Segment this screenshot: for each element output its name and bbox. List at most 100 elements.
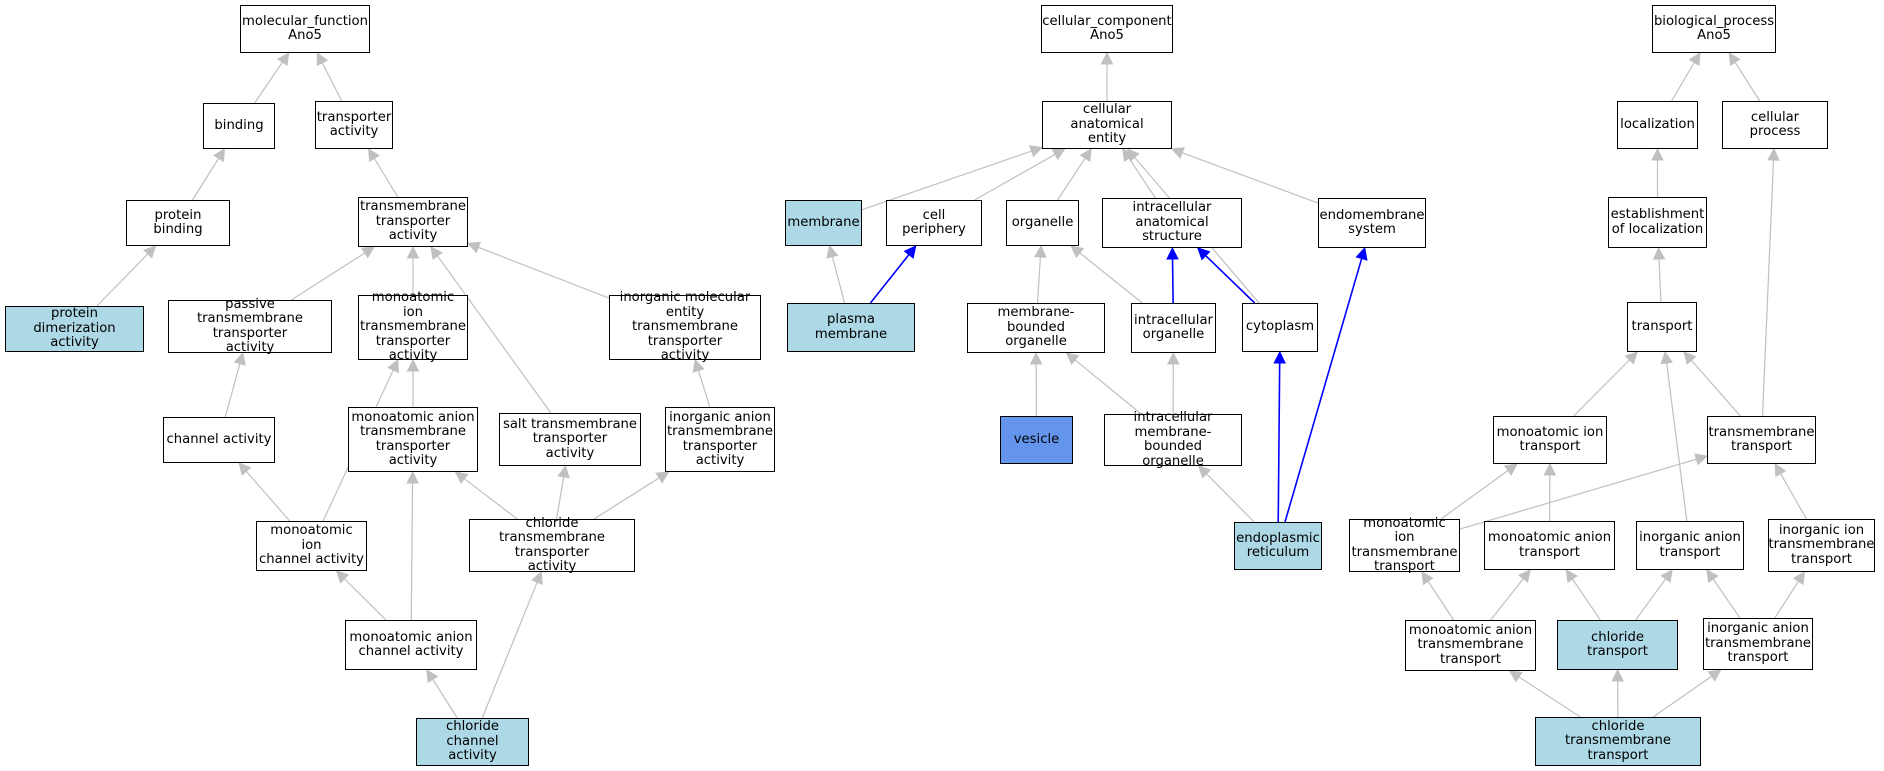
- node-membrane[interactable]: membrane: [785, 200, 862, 246]
- node-monoatomic-anion-transmembrane-transport[interactable]: monoatomic anion transmembrane transport: [1405, 620, 1536, 671]
- node-monoatomic-ion-transmembrane-transporter-activity[interactable]: monoatomic ion transmembrane transporter…: [358, 290, 468, 364]
- arrowhead-monoatomic_ion_channel_activity-to-monoatomic_ion_tm_transporter_activity: [387, 358, 399, 374]
- arrowhead-plasma_membrane-to-membrane: [826, 244, 839, 259]
- edge-transport-to-establishment_of_localization: [1658, 258, 1662, 303]
- edge-organelle-to-cellular_anatomical_entity: [1057, 157, 1086, 201]
- edge-binding-to-mf_root: [254, 61, 283, 104]
- node-cellular-process[interactable]: cellular process: [1722, 101, 1828, 149]
- node-cell-periphery[interactable]: cell periphery: [886, 200, 982, 246]
- node-establishment-of-localization[interactable]: establishment of localization: [1608, 197, 1707, 248]
- node-chloride-transmembrane-transport[interactable]: chloride transmembrane transport: [1535, 717, 1701, 766]
- arrowhead-chloride_tm_transporter_activity-to-inorganic_anion_tm_transporter_activity: [655, 471, 670, 484]
- edge-endoplasmic_reticulum-to-intracellular_membrane_bounded_organelle: [1206, 473, 1255, 523]
- arrowhead-transport-to-establishment_of_localization: [1652, 246, 1666, 260]
- edge-chloride_tm_transporter_activity-to-salt_tm_transporter_activity: [555, 476, 565, 520]
- edge-monoatomic_anion_channel_activity-to-monoatomic_anion_tm_transporter_activity: [410, 482, 414, 621]
- node-transmembrane-transporter-activity[interactable]: transmembrane transporter activity: [358, 197, 468, 247]
- node-chloride-transport[interactable]: chloride transport: [1557, 620, 1678, 670]
- edge-inorganic_anion_tm_transport-to-inorganic_anion_transport: [1712, 578, 1741, 619]
- arrowhead-monoatomic_anion_channel_activity-to-monoatomic_ion_channel_activity: [335, 570, 350, 584]
- edge-inorganic_molecular_entity_tm_transporter_activity-to-tm_transporter_activity: [478, 246, 610, 299]
- node-monoatomic-ion-transmembrane-transport[interactable]: monoatomic ion transmembrane transport: [1349, 516, 1460, 574]
- arrowhead-plasma_membrane-to-cell_periphery: [903, 245, 917, 259]
- node-organelle[interactable]: organelle: [1006, 200, 1079, 246]
- node-inorganic-ion-transmembrane-transport[interactable]: inorganic ion transmembrane transport: [1768, 519, 1875, 572]
- arrowhead-cellular_anatomical_entity-to-cc_root: [1100, 51, 1114, 65]
- arrowhead-organelle-to-cellular_anatomical_entity: [1079, 148, 1092, 163]
- node-monoatomic-ion-transport[interactable]: monoatomic ion transport: [1493, 416, 1607, 464]
- node-transport[interactable]: transport: [1627, 302, 1697, 352]
- edge-passive_tm_transporter_activity-to-tm_transporter_activity: [291, 252, 366, 301]
- arrowhead-inorganic_anion_tm_transport-to-inorganic_ion_tm_transport: [1792, 571, 1806, 586]
- node-vesicle[interactable]: vesicle: [1000, 416, 1073, 464]
- node-intracellular-anatomical-structure[interactable]: intracellular anatomical structure: [1102, 198, 1242, 248]
- arrowhead-binding-to-mf_root: [276, 52, 290, 67]
- edge-chloride_tm_transport-to-monoatomic_anion_tm_transport: [1518, 676, 1581, 718]
- edge-monoatomic_ion_tm_transport-to-transmembrane_transport: [1459, 458, 1697, 530]
- edge-chloride_transport-to-monoatomic_anion_transport: [1571, 578, 1601, 621]
- node-channel-activity[interactable]: channel activity: [163, 417, 275, 463]
- edge-protein_binding-to-binding: [191, 157, 220, 201]
- node-monoatomic-ion-channel-activity[interactable]: monoatomic ion channel activity: [256, 521, 367, 571]
- node-transporter-activity[interactable]: transporter activity: [315, 101, 393, 149]
- node-cytoplasm[interactable]: cytoplasm: [1242, 303, 1318, 352]
- node-protein-binding[interactable]: protein binding: [126, 200, 230, 246]
- edge-monoatomic_anion_tm_transport-to-monoatomic_ion_tm_transport: [1427, 580, 1455, 621]
- arrowhead-monoatomic_anion_tm_transporter_activity-to-monoatomic_ion_tm_transporter_activity: [406, 358, 420, 372]
- node-chloride-channel-activity[interactable]: chloride channel activity: [416, 718, 529, 766]
- node-plasma-membrane[interactable]: plasma membrane: [787, 303, 915, 352]
- edge-plasma_membrane-to-cell_periphery: [869, 254, 910, 304]
- node-cellular-anatomical-entity[interactable]: cellular anatomical entity: [1042, 101, 1172, 149]
- node-monoatomic-anion-transport[interactable]: monoatomic anion transport: [1484, 521, 1615, 570]
- arrowhead-monoatomic_anion_tm_transport-to-monoatomic_ion_tm_transport: [1421, 571, 1434, 586]
- arrowhead-cytoplasm-to-intracellular_anatomical_structure: [1197, 247, 1211, 261]
- edge-inorganic_anion_tm_transporter_activity-to-inorganic_molecular_entity_tm_transporter_activity: [697, 370, 711, 408]
- edge-tm_transporter_activity-to-transporter_activity: [373, 158, 399, 198]
- node-salt-transmembrane-transporter-activity[interactable]: salt transmembrane transporter activity: [499, 413, 641, 466]
- arrowhead-monoatomic_ion_tm_transport-to-transmembrane_transport: [1694, 453, 1709, 466]
- node-inorganic-anion-transport[interactable]: inorganic anion transport: [1636, 521, 1744, 570]
- node-monoatomic-anion-channel-activity[interactable]: monoatomic anion channel activity: [345, 620, 477, 670]
- edge-chloride_tm_transporter_activity-to-monoatomic_anion_tm_transporter_activity: [464, 478, 518, 520]
- arrowhead-monoatomic_anion_tm_transport-to-monoatomic_anion_transport: [1518, 569, 1531, 583]
- edge-protein_dimerization_activity-to-protein_binding: [96, 253, 149, 307]
- node-endoplasmic-reticulum[interactable]: endoplasmic reticulum: [1234, 522, 1322, 570]
- arrowhead-chloride_channel_activity-to-monoatomic_anion_channel_activity: [426, 669, 439, 684]
- arrowhead-inorganic_anion_tm_transport-to-inorganic_anion_transport: [1706, 569, 1719, 584]
- node-biological-process-root[interactable]: biological_process Ano5: [1652, 5, 1776, 53]
- node-chloride-transmembrane-transporter-activity[interactable]: chloride transmembrane transporter activ…: [469, 516, 635, 574]
- node-transmembrane-transport[interactable]: transmembrane transport: [1707, 416, 1816, 464]
- edge-cellular_process-to-bp_root: [1734, 61, 1761, 102]
- arrowhead-chloride_channel_activity-to-chloride_tm_transporter_activity: [531, 570, 543, 586]
- node-protein-dimerization-activity[interactable]: protein dimerization activity: [5, 306, 144, 352]
- node-localization[interactable]: localization: [1617, 101, 1698, 149]
- edge-localization-to-bp_root: [1671, 62, 1695, 102]
- arrowhead-protein_binding-to-binding: [213, 148, 226, 163]
- arrowhead-transmembrane_transport-to-cellular_process: [1767, 147, 1780, 161]
- node-molecular-function-root[interactable]: molecular_function Ano5: [240, 5, 370, 53]
- node-intracellular-organelle[interactable]: intracellular organelle: [1131, 303, 1216, 353]
- edge-inorganic_anion_tm_transport-to-inorganic_ion_tm_transport: [1774, 580, 1799, 619]
- node-intracellular-membrane-bounded-organelle[interactable]: intracellular membrane-bounded organelle: [1104, 410, 1242, 468]
- arrowhead-intracellular_organelle-to-organelle: [1070, 245, 1085, 259]
- node-inorganic-molecular-entity-transmembrane-transporter-activity[interactable]: inorganic molecular entity transmembrane…: [609, 291, 761, 363]
- edge-plasma_membrane-to-membrane: [831, 256, 846, 304]
- edge-inorganic_anion_transport-to-transport: [1666, 362, 1688, 522]
- arrowhead-chloride_transport-to-monoatomic_anion_transport: [1565, 569, 1578, 584]
- node-endomembrane-system[interactable]: endomembrane system: [1318, 198, 1426, 248]
- node-cellular-component-root[interactable]: cellular_component Ano5: [1041, 5, 1173, 53]
- edge-transmembrane_transport-to-cellular_process: [1761, 159, 1775, 417]
- edge-monoatomic_anion_channel_activity-to-monoatomic_ion_channel_activity: [344, 578, 387, 621]
- node-binding[interactable]: binding: [203, 103, 275, 149]
- arrowhead-inorganic_molecular_entity_tm_transporter_activity-to-tm_transporter_activity: [466, 241, 482, 254]
- node-passive-transmembrane-transporter-activity[interactable]: passive transmembrane transporter activi…: [168, 297, 332, 355]
- edge-transporter_activity-to-mf_root: [321, 62, 343, 102]
- node-inorganic-anion-transmembrane-transport[interactable]: inorganic anion transmembrane transport: [1703, 618, 1813, 670]
- arrowhead-cell_periphery-to-cellular_anatomical_entity: [1051, 148, 1066, 161]
- node-monoatomic-anion-transmembrane-transporter-activity[interactable]: monoatomic anion transmembrane transport…: [348, 407, 478, 472]
- edge-cell_periphery-to-cellular_anatomical_entity: [974, 153, 1056, 201]
- edge-membrane_bounded_organelle-to-organelle: [1036, 256, 1041, 304]
- node-inorganic-anion-transmembrane-transporter-activity[interactable]: inorganic anion transmembrane transporte…: [665, 407, 775, 472]
- node-membrane-bounded-organelle[interactable]: membrane-bounded organelle: [967, 303, 1105, 353]
- arrowhead-chloride_tm_transporter_activity-to-monoatomic_anion_tm_transporter_activity: [454, 471, 469, 484]
